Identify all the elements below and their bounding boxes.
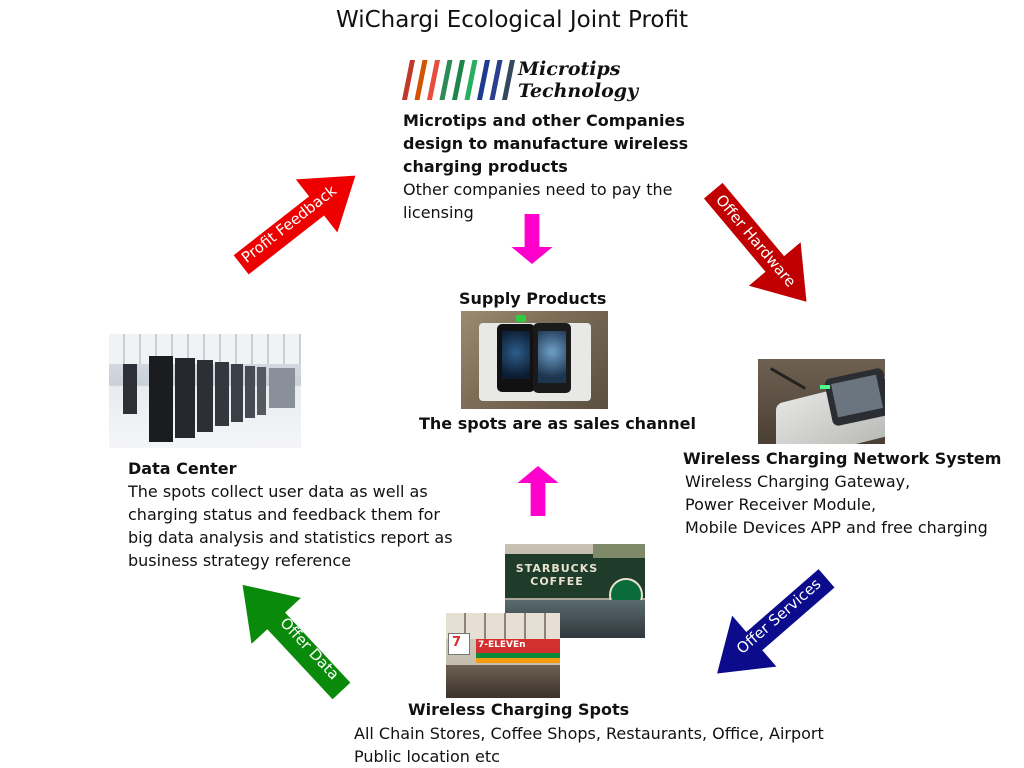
logo-stripe [414,60,428,100]
data-center-heading: Data Center [128,459,237,478]
offer-data-label: Offer Data [276,614,342,683]
supply-products-caption: The spots are as sales channel [419,414,696,433]
offer-hardware-arrow [687,168,833,324]
charging-spots-body-line: All Chain Stores, Coffee Shops, Restaura… [354,724,824,743]
logo-text-line1: Microtips [518,58,621,80]
microtips-heading-line: Microtips and other Companies [403,111,685,130]
page-title: WiChargi Ecological Joint Profit [336,7,688,33]
data-center-body-line: business strategy reference [128,551,352,570]
network-system-heading: Wireless Charging Network System [683,449,1002,468]
data-center-photo [109,334,301,448]
microtips-heading-line: charging products [403,157,568,176]
pink-up-arrow [517,466,559,516]
network-system-body-line: Mobile Devices APP and free charging [685,518,988,537]
logo-stripe [402,60,415,100]
logo-stripe [452,60,465,100]
offer-hardware-label: Offer Hardware [712,191,800,290]
starbucks-storefront-photo: STARBUCKS COFFEE [505,544,645,638]
offer-services-label: Offer Services [733,575,825,658]
logo-stripe [502,60,515,100]
profit-feedback-arrow [220,148,377,292]
data-center-body-line: charging status and feedback them for [128,505,440,524]
network-system-body-line: Wireless Charging Gateway, [685,472,911,491]
data-center-description: Data Center The spots collect user data … [128,457,453,572]
microtips-description: Microtips and other Companies design to … [403,109,688,224]
data-center-body-line: big data analysis and statistics report … [128,528,453,547]
microtips-heading-line: design to manufacture wireless [403,134,689,153]
seven-eleven-sign-text: 7-ELEVEn [478,640,526,650]
logo-stripe [489,60,503,100]
charging-spots-heading: Wireless Charging Spots [408,700,630,719]
charging-spots-body-line: Public location etc [354,747,500,766]
microtips-logo: Microtips Technology [398,58,654,104]
starbucks-sign-text: STARBUCKS COFFEE [515,562,599,588]
logo-text-line2: Technology [518,80,639,102]
supply-products-heading: Supply Products [459,289,607,308]
seven-eleven-storefront-photo: 7 7-ELEVEn [446,613,560,698]
network-system-description: Wireless Charging Network System Wireles… [683,447,1001,539]
logo-stripe [439,60,453,100]
offer-data-arrow [217,561,367,714]
microtips-body-line: Other companies need to pay the [403,180,673,199]
data-center-body-line: The spots collect user data as well as [128,482,428,501]
logo-stripe [464,60,478,100]
offer-services-arrow [694,552,849,699]
logo-stripe [477,60,490,100]
profit-feedback-label: Profit Feedback [238,181,340,266]
network-system-body-line: Power Receiver Module, [685,495,877,514]
microtips-body-line: licensing [403,203,474,222]
charging-spots-description: All Chain Stores, Coffee Shops, Restaura… [354,722,824,768]
phones-on-charging-pad-photo [461,311,608,409]
logo-stripes [402,60,515,100]
charging-gateway-photo [758,359,885,444]
logo-stripe [427,60,440,100]
